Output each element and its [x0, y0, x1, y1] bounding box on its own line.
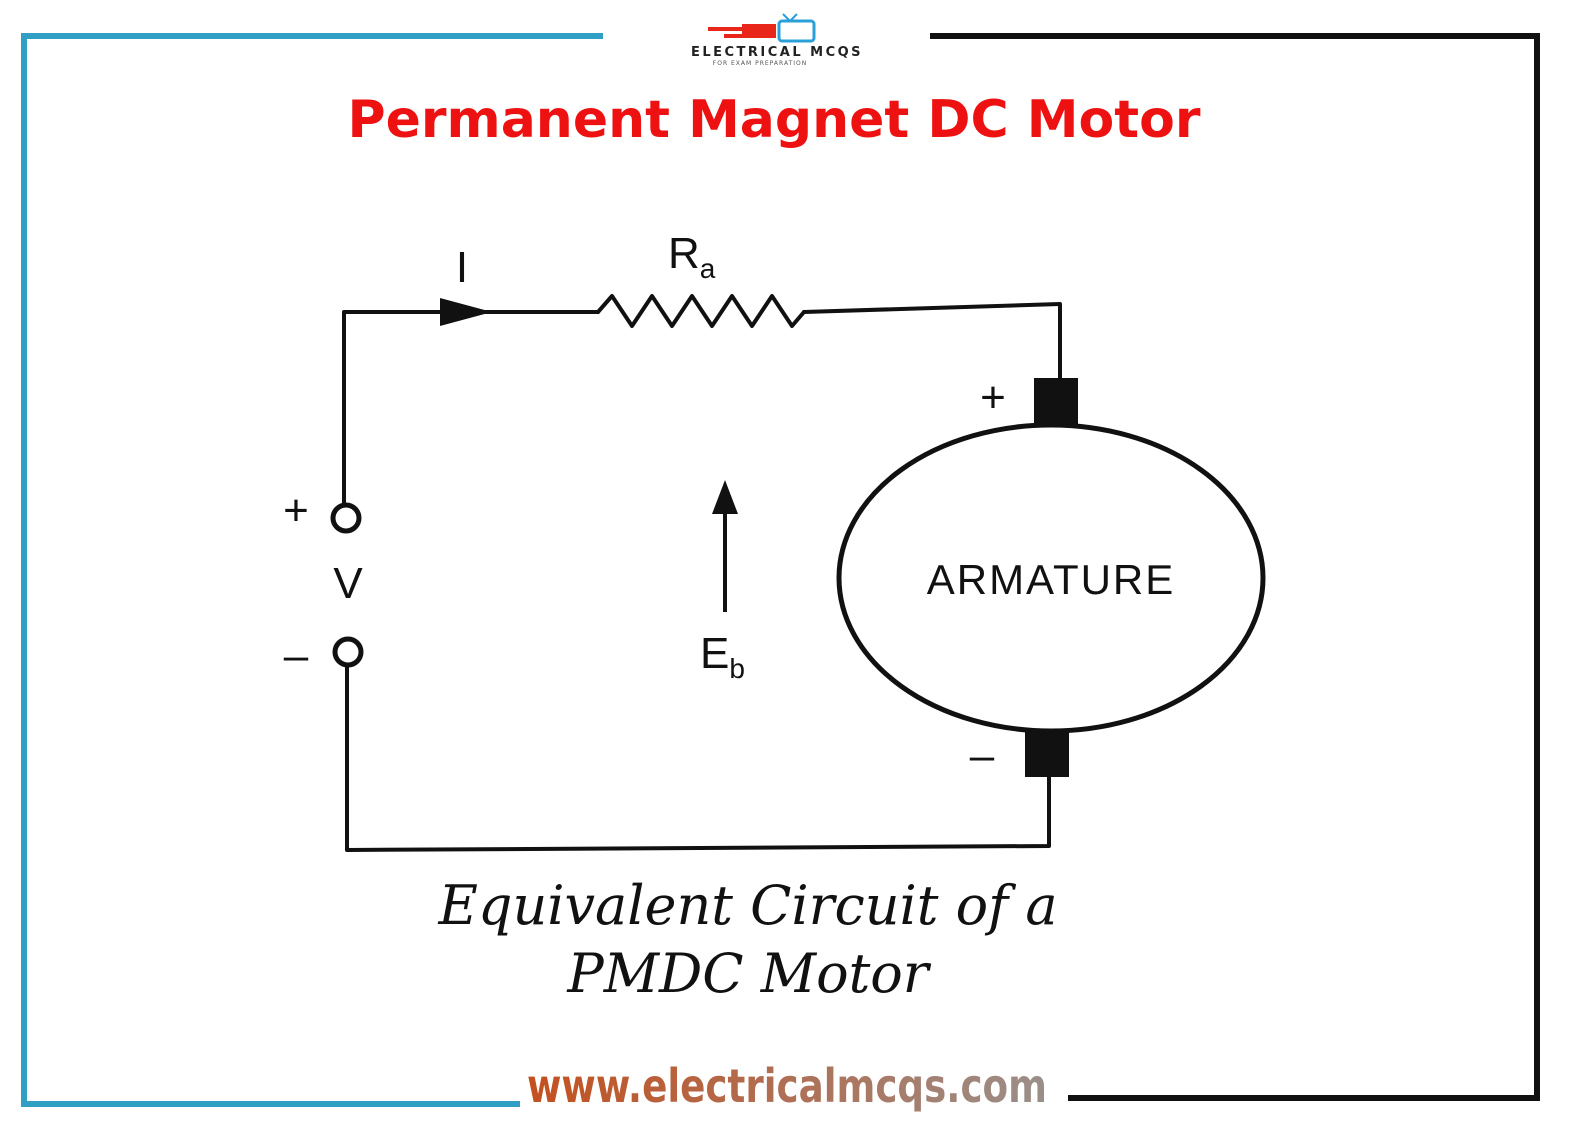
frame [21, 33, 1540, 1107]
circuit-wires [342, 294, 1062, 852]
back-emf-arrow: Eb [700, 480, 745, 684]
armature-minus-sign: – [970, 731, 995, 780]
back-emf-label-main: E [700, 629, 729, 678]
frame-left-blue [21, 33, 603, 1107]
bottom-brush [1025, 727, 1069, 777]
tv-icon [708, 13, 816, 43]
back-emf-label: Eb [700, 629, 745, 684]
current-label: I [456, 243, 468, 292]
armature-circle [836, 422, 1266, 734]
resistor-label-main: R [668, 229, 700, 278]
website-url: www.electricalmcqs.com [527, 1059, 1047, 1113]
supply-terminals: + V – [283, 486, 364, 680]
caption-line-2: PMDC Motor [566, 942, 931, 1005]
page-title: Permanent Magnet DC Motor [348, 90, 1201, 150]
resistor-ra [596, 294, 806, 328]
armature-label: ARMATURE [927, 556, 1176, 603]
supply-plus-sign: + [283, 486, 309, 535]
back-emf-arrow-head-icon [712, 480, 738, 514]
top-brush [1034, 378, 1078, 428]
current-arrow-icon [440, 298, 492, 326]
supply-minus-sign: – [284, 631, 309, 680]
wire-top-left [342, 310, 600, 507]
armature: ARMATURE + – [836, 373, 1266, 780]
positive-terminal-icon [330, 502, 362, 534]
frame-right-black [930, 33, 1540, 1101]
resistor-label-sub: a [700, 253, 716, 284]
negative-terminal-icon [332, 636, 364, 668]
supply-voltage-label: V [333, 559, 363, 608]
logo-brand-text: ELECTRICAL MCQS [691, 45, 863, 60]
resistor-label: Ra [668, 229, 716, 284]
logo-tagline-text: FOR EXAM PREPARATION [713, 60, 807, 67]
wire-top-right [802, 302, 1062, 382]
back-emf-label-sub: b [729, 653, 745, 684]
caption-line-1: Equivalent Circuit of a [437, 874, 1057, 937]
armature-plus-sign: + [980, 373, 1006, 422]
wire-bottom [345, 662, 1051, 852]
brand-logo: ELECTRICAL MCQS FOR EXAM PREPARATION [691, 13, 863, 67]
